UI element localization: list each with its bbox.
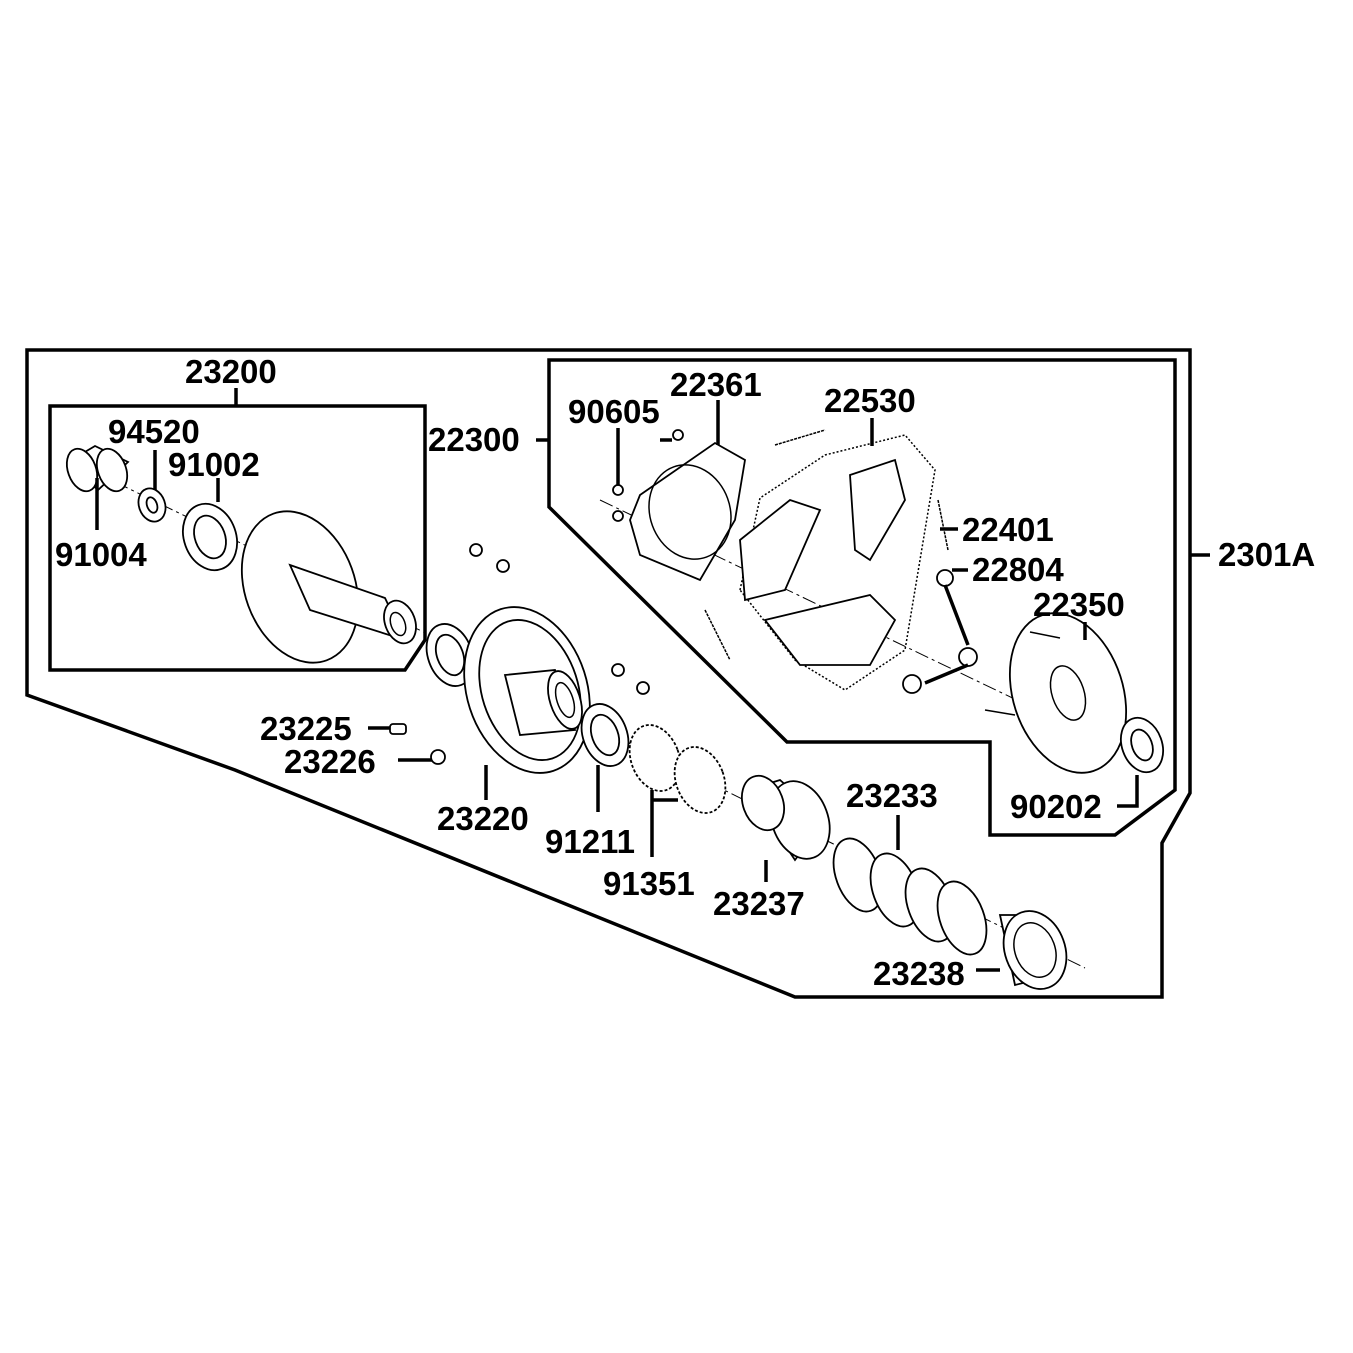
- label-23225: 23225: [260, 710, 352, 747]
- label-22530: 22530: [824, 382, 916, 419]
- spring-seat-drawing: [998, 910, 1068, 990]
- label-22804: 22804: [972, 551, 1064, 588]
- label-91002: 91002: [168, 446, 260, 483]
- shoes-drawing: [739, 434, 936, 691]
- oil-seal-drawing: [182, 502, 238, 572]
- pins-drawing: [469, 543, 650, 695]
- spring-drawing: [832, 837, 988, 956]
- label-91211: 91211: [545, 823, 635, 860]
- nut-drawing: [1120, 716, 1164, 774]
- driven-face-drawing: [463, 606, 591, 774]
- bearing-91211-drawing: [580, 703, 630, 767]
- label-23220: 23220: [437, 800, 529, 837]
- label-23238: 23238: [873, 955, 965, 992]
- label-91004: 91004: [55, 536, 147, 573]
- assembly-frame: [25, 348, 1192, 999]
- small-pins-drawing: [389, 723, 446, 765]
- label-23226: 23226: [284, 743, 376, 780]
- plate-drawing: [629, 441, 746, 582]
- label-90605: 90605: [568, 393, 660, 430]
- label-91351: 91351: [603, 865, 695, 902]
- bearing-drawing: [425, 623, 475, 687]
- washer-drawing: [137, 487, 167, 523]
- bushing-drawing: [65, 444, 130, 493]
- label-23233: 23233: [846, 777, 938, 814]
- label-23237: 23237: [713, 885, 805, 922]
- label-22361: 22361: [670, 366, 762, 403]
- label-23200: 23200: [185, 353, 277, 390]
- drive-face-frame: [48, 404, 427, 672]
- leader-lines: [95, 388, 1210, 972]
- label-90202: 90202: [1010, 788, 1102, 825]
- springs-small-drawing: [704, 429, 949, 661]
- dampers-drawing: [902, 569, 978, 694]
- label-22350: 22350: [1033, 586, 1125, 623]
- clutch-plate-drawing: [984, 612, 1128, 774]
- label-2301A: 2301A: [1218, 536, 1315, 573]
- drive-face-drawing: [240, 510, 417, 664]
- label-22401: 22401: [962, 511, 1054, 548]
- o-rings-drawing: [628, 724, 727, 814]
- collar-drawing: [741, 774, 831, 862]
- label-94520: 94520: [108, 413, 200, 450]
- clutch-shoe-frame: [547, 358, 1177, 837]
- label-22300: 22300: [428, 421, 520, 458]
